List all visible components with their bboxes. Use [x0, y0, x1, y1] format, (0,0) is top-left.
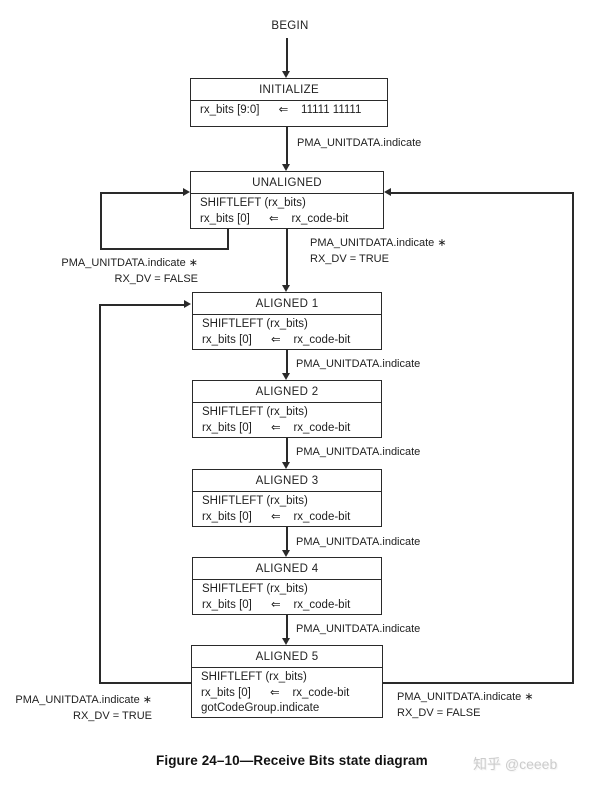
- transition-label-unaligned-self: PMA_UNITDATA.indicate ∗ RX_DV = FALSE: [56, 256, 198, 287]
- connector-aligned5-unaligned: [391, 192, 574, 194]
- state-box-unaligned: UNALIGNED SHIFTLEFT (rx_bits) rx_bits [0…: [190, 171, 384, 229]
- connector-aligned5-aligned1: [99, 682, 191, 684]
- state-title: ALIGNED 1: [193, 293, 381, 315]
- arrowhead-right-icon: [183, 188, 190, 196]
- state-action: gotCodeGroup.indicate: [201, 702, 320, 714]
- state-title: UNALIGNED: [191, 172, 383, 194]
- connector-unaligned-self: [100, 192, 102, 250]
- arrowhead-down-icon: [282, 550, 290, 557]
- state-box-aligned2: ALIGNED 2 SHIFTLEFT (rx_bits) rx_bits [0…: [192, 380, 382, 438]
- condition-line: RX_DV = FALSE: [114, 272, 198, 285]
- watermark: 知乎 @ceeeb: [473, 756, 558, 772]
- arrowhead-down-icon: [282, 285, 290, 292]
- state-box-initialize: INITIALIZE rx_bits [9:0] ⇐ 11111 11111: [190, 78, 388, 127]
- connector-unaligned-aligned1: [286, 229, 288, 285]
- condition-line: RX_DV = TRUE: [73, 709, 152, 722]
- connector-aligned5-aligned1: [99, 304, 101, 684]
- state-title: ALIGNED 3: [193, 470, 381, 492]
- transition-label-unaligned-aligned1: PMA_UNITDATA.indicate ∗ RX_DV = TRUE: [310, 236, 447, 267]
- transition-label-aligned4-aligned5: PMA_UNITDATA.indicate: [296, 623, 421, 635]
- arrowhead-down-icon: [282, 462, 290, 469]
- connector-aligned5-unaligned: [572, 192, 574, 684]
- connector-aligned1-aligned2: [286, 350, 288, 373]
- arrowhead-down-icon: [282, 373, 290, 380]
- connector-aligned4-aligned5: [286, 615, 288, 638]
- connector-unaligned-self: [227, 229, 229, 250]
- state-box-aligned5: ALIGNED 5 SHIFTLEFT (rx_bits) rx_bits [0…: [191, 645, 383, 718]
- arrowhead-down-icon: [282, 638, 290, 645]
- condition-line: PMA_UNITDATA.indicate ∗: [397, 691, 534, 703]
- state-title: INITIALIZE: [191, 79, 387, 101]
- state-action: rx_bits [0] ⇐ rx_code-bit: [202, 421, 351, 434]
- begin-label: BEGIN: [271, 20, 309, 32]
- state-action: SHIFTLEFT (rx_bits): [202, 318, 308, 330]
- condition-line: PMA_UNITDATA.indicate ∗: [15, 694, 152, 706]
- transition-label-aligned5-aligned1: PMA_UNITDATA.indicate ∗ RX_DV = TRUE: [10, 693, 152, 724]
- state-action: SHIFTLEFT (rx_bits): [202, 495, 308, 507]
- state-title: ALIGNED 4: [193, 558, 381, 580]
- arrowhead-right-icon: [184, 300, 191, 308]
- figure-caption: Figure 24–10—Receive Bits state diagram: [156, 753, 428, 768]
- state-action: rx_bits [9:0] ⇐ 11111 11111: [200, 104, 362, 116]
- arrowhead-down-icon: [282, 71, 290, 78]
- state-box-aligned3: ALIGNED 3 SHIFTLEFT (rx_bits) rx_bits [0…: [192, 469, 382, 527]
- arrowhead-down-icon: [282, 164, 290, 171]
- connector-initialize-unaligned: [286, 127, 288, 164]
- connector-aligned3-aligned4: [286, 527, 288, 550]
- state-action: SHIFTLEFT (rx_bits): [201, 671, 307, 683]
- state-box-aligned1: ALIGNED 1 SHIFTLEFT (rx_bits) rx_bits [0…: [192, 292, 382, 350]
- state-action: rx_bits [0] ⇐ rx_code-bit: [200, 212, 349, 225]
- condition-line: RX_DV = TRUE: [310, 252, 389, 265]
- state-action: SHIFTLEFT (rx_bits): [202, 406, 308, 418]
- condition-line: PMA_UNITDATA.indicate ∗: [61, 257, 198, 269]
- transition-label-aligned2-aligned3: PMA_UNITDATA.indicate: [296, 446, 421, 458]
- connector-unaligned-self: [100, 192, 184, 194]
- connector-aligned5-aligned1: [99, 304, 185, 306]
- state-action: rx_bits [0] ⇐ rx_code-bit: [202, 598, 351, 611]
- arrowhead-left-icon: [384, 188, 391, 196]
- connector-aligned5-unaligned: [383, 682, 574, 684]
- transition-label-aligned5-unaligned: PMA_UNITDATA.indicate ∗ RX_DV = FALSE: [397, 690, 534, 721]
- transition-label-initialize-unaligned: PMA_UNITDATA.indicate: [297, 137, 422, 149]
- connector-unaligned-self: [100, 248, 229, 250]
- state-action: SHIFTLEFT (rx_bits): [202, 583, 308, 595]
- transition-label-aligned1-aligned2: PMA_UNITDATA.indicate: [296, 358, 421, 370]
- state-title: ALIGNED 2: [193, 381, 381, 403]
- state-action: SHIFTLEFT (rx_bits): [200, 197, 306, 209]
- connector-aligned2-aligned3: [286, 438, 288, 462]
- state-box-aligned4: ALIGNED 4 SHIFTLEFT (rx_bits) rx_bits [0…: [192, 557, 382, 615]
- state-action: rx_bits [0] ⇐ rx_code-bit: [202, 510, 351, 523]
- state-action: rx_bits [0] ⇐ rx_code-bit: [202, 333, 351, 346]
- transition-label-aligned3-aligned4: PMA_UNITDATA.indicate: [296, 536, 421, 548]
- condition-line: RX_DV = FALSE: [397, 706, 481, 719]
- state-title: ALIGNED 5: [192, 646, 382, 668]
- connector-begin-initialize: [286, 38, 288, 71]
- state-action: rx_bits [0] ⇐ rx_code-bit: [201, 686, 350, 699]
- condition-line: PMA_UNITDATA.indicate ∗: [310, 237, 447, 249]
